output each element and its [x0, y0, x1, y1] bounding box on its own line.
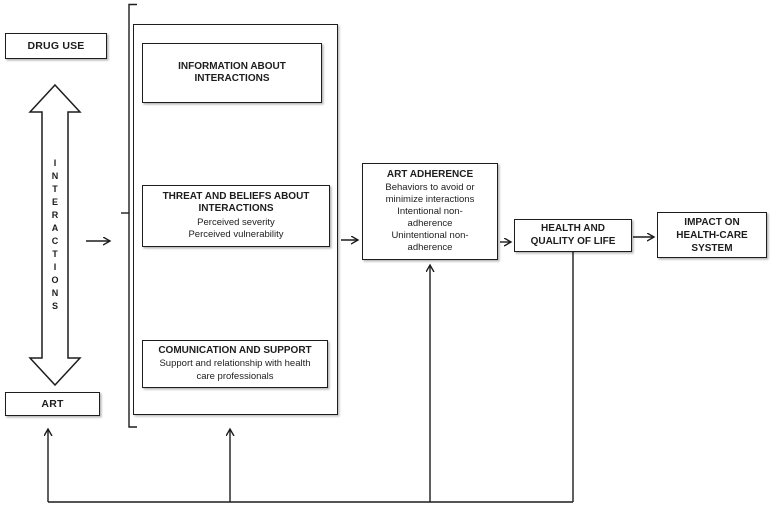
comunication-support-body: Support and relationship with health car… [159, 358, 311, 382]
threat-beliefs-title: THREAT AND BELIEFS ABOUT INTERACTIONS [162, 190, 310, 215]
node-drug-use: DRUG USE [5, 33, 107, 59]
impact-title: IMPACT ON HEALTH-CARE SYSTEM [676, 216, 748, 254]
node-information: INFORMATION ABOUT INTERACTIONS [142, 43, 322, 103]
art-adherence-title: ART ADHERENCE [386, 168, 474, 180]
art-adherence-body: Behaviors to avoid or minimize interacti… [385, 182, 475, 254]
factors-bracket [128, 3, 137, 428]
node-threat-beliefs: THREAT AND BELIEFS ABOUT INTERACTIONS Pe… [142, 185, 330, 247]
interactions-label: I N T E R A C T I O N S [51, 158, 59, 311]
information-title: INFORMATION ABOUT INTERACTIONS [178, 60, 286, 85]
art-label: ART [41, 398, 64, 410]
node-impact-health-care-system: IMPACT ON HEALTH-CARE SYSTEM [657, 212, 767, 258]
drug-use-label: DRUG USE [27, 40, 85, 52]
node-art-adherence: ART ADHERENCE Behaviors to avoid or mini… [362, 163, 498, 260]
node-comunication-support: COMUNICATION AND SUPPORT Support and rel… [142, 340, 328, 388]
node-art: ART [5, 392, 100, 416]
node-health-quality-of-life: HEALTH AND QUALITY OF LIFE [514, 219, 632, 252]
interactions-double-arrow-icon [28, 83, 82, 387]
threat-beliefs-body: Perceived severity Perceived vulnerabili… [188, 216, 284, 241]
comunication-support-title: COMUNICATION AND SUPPORT [158, 344, 312, 356]
health-quality-title: HEALTH AND QUALITY OF LIFE [530, 223, 616, 247]
